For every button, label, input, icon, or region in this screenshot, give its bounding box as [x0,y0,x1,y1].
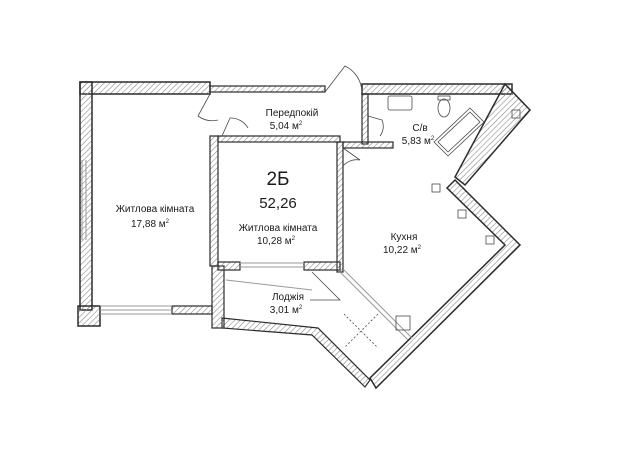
room-name: Лоджія [272,292,304,303]
room-name: Кухня [391,232,418,243]
doors [197,65,384,301]
room-area: 10,28 м2 [257,236,296,247]
exterior-walls [77,81,532,390]
room-label-living-large: Житлова кімната 17,88 м2 [116,204,195,230]
room-area: 17,88 м2 [131,219,170,230]
room-area: 5,04 м2 [270,121,303,132]
windows [81,160,413,341]
room-label-loggia: Лоджія 3,01 м2 [270,292,304,316]
apartment-label: 2Б 52,26 [259,169,297,212]
toilet-icon [437,98,451,118]
room-name: Передпокій [266,108,319,119]
apartment-type: 2Б [266,169,289,190]
room-label-hallway: Передпокій 5,04 м2 [266,108,319,132]
bathtub-icon [433,107,485,157]
fixtures [343,95,521,349]
apartment-total-area: 52,26 [259,195,297,212]
room-area: 5,83 м2 [402,136,435,147]
room-area: 3,01 м2 [270,305,303,316]
room-name: Житлова кімната [116,204,195,215]
room-name: Житлова кімната [239,223,318,234]
room-label-living-small: Житлова кімната 10,28 м2 [239,223,318,247]
room-label-kitchen: Кухня 10,22 м2 [383,232,422,256]
interior-walls [171,93,394,315]
room-area: 10,22 м2 [383,245,422,256]
room-label-bathroom: С/в 5,83 м2 [402,123,435,147]
sink-icon [387,95,413,111]
room-name: С/в [412,123,427,134]
